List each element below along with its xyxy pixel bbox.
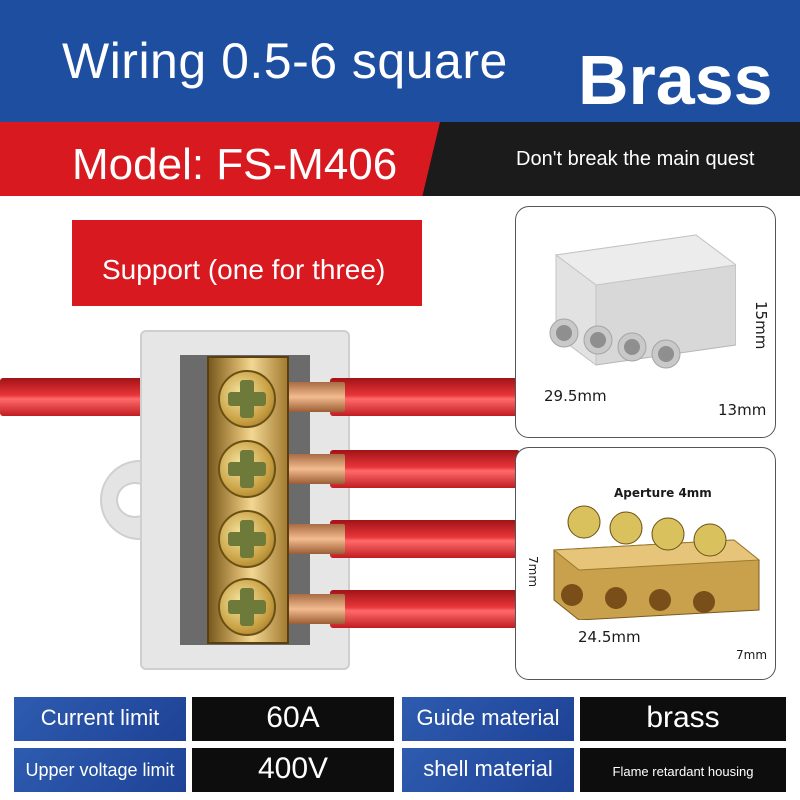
wire-right-4 bbox=[330, 590, 520, 628]
dimension-width: 24.5mm bbox=[578, 628, 641, 646]
copper-core-right-2 bbox=[285, 454, 345, 484]
dimension-height: 7mm bbox=[526, 556, 540, 588]
product-title: Wiring 0.5-6 square bbox=[62, 33, 508, 89]
dimension-depth: 7mm bbox=[736, 648, 768, 662]
screw-icon bbox=[218, 578, 276, 636]
housing-dimension-panel: 29.5mm 13mm 15mm bbox=[515, 206, 776, 438]
spec-value-current-limit: 60A bbox=[192, 697, 394, 741]
slogan-text: Don't break the main quest bbox=[516, 148, 755, 170]
wire-right-1 bbox=[330, 378, 520, 416]
spec-label-shell-material: shell material bbox=[402, 748, 574, 792]
spec-label-upper-voltage-limit: Upper voltage limit bbox=[14, 748, 186, 792]
model-band: Model: FS-M406 Don't break the main ques… bbox=[0, 122, 800, 196]
spec-value-shell-material: Flame retardant housing bbox=[580, 748, 786, 792]
dimension-width: 29.5mm bbox=[544, 387, 607, 405]
spec-value-guide-material: brass bbox=[580, 697, 786, 741]
header-band: Wiring 0.5-6 square Brass bbox=[0, 0, 800, 122]
spec-label-guide-material: Guide material bbox=[402, 697, 574, 741]
screw-icon bbox=[218, 510, 276, 568]
screw-icon bbox=[218, 370, 276, 428]
copper-core-right-3 bbox=[285, 524, 345, 554]
copper-core-right-4 bbox=[285, 594, 345, 624]
model-red-strip bbox=[0, 122, 440, 196]
brass-dimension-panel: Aperture 4mm 24.5mm 7mm 7mm bbox=[515, 447, 776, 680]
brass-bar-image bbox=[552, 505, 761, 620]
model-number: Model: FS-M406 bbox=[72, 140, 398, 189]
dimension-height: 15mm bbox=[752, 301, 770, 350]
dimension-depth: 13mm bbox=[718, 401, 767, 419]
screw-icon bbox=[218, 440, 276, 498]
copper-core-right-1 bbox=[285, 382, 345, 412]
wire-right-2 bbox=[330, 450, 520, 488]
white-housing-image bbox=[549, 234, 736, 369]
spec-label-current-limit: Current limit bbox=[14, 697, 186, 741]
aperture-label: Aperture 4mm bbox=[614, 486, 712, 500]
material-title: Brass bbox=[578, 41, 773, 119]
support-label: Support (one for three) bbox=[72, 220, 422, 306]
wire-right-3 bbox=[330, 520, 520, 558]
spec-value-upper-voltage-limit: 400V bbox=[192, 748, 394, 792]
